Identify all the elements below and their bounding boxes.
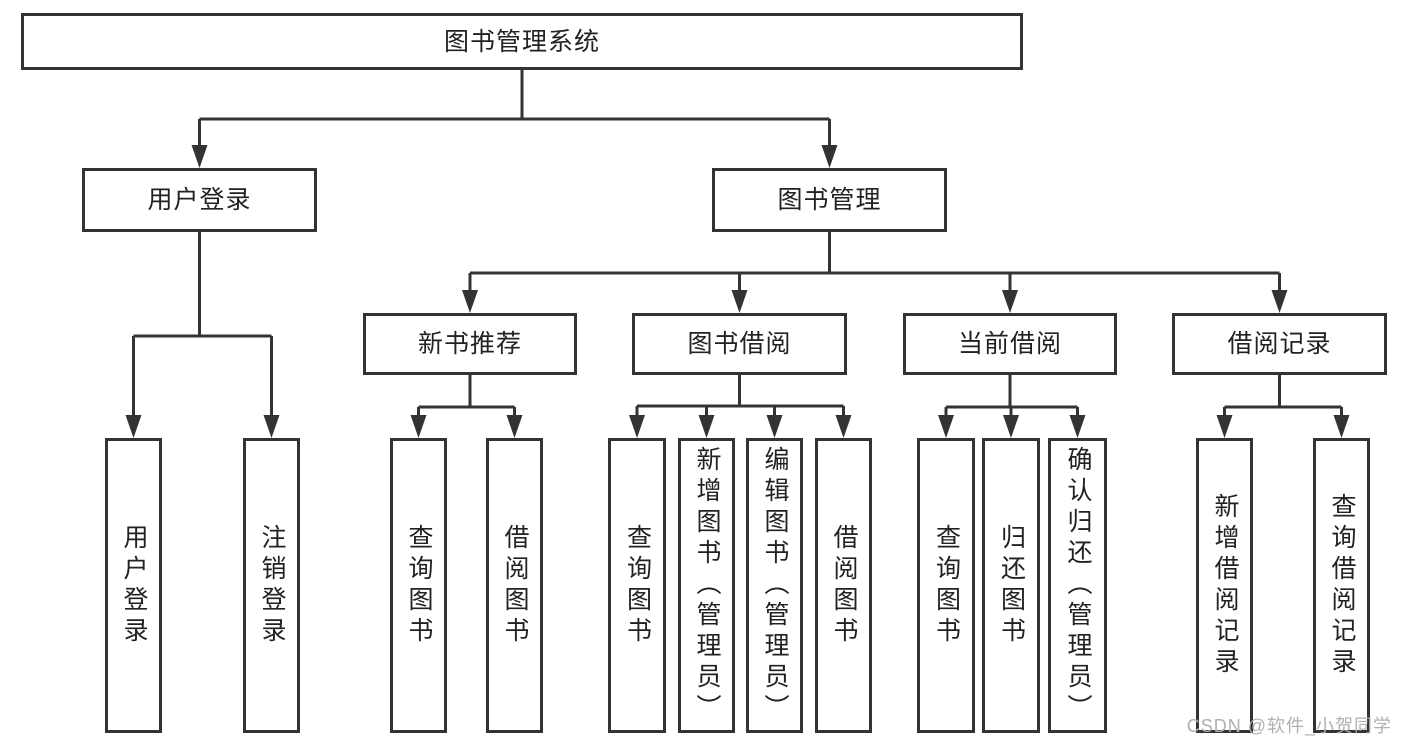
node-book-borrow: 图书借阅 — [632, 313, 847, 375]
node-leaf-br-add-record: 新增借阅记录 — [1196, 438, 1253, 733]
arrowhead-user-login — [191, 145, 208, 168]
connector-new-book-rec-to-children — [417, 375, 516, 430]
node-leaf-bb-borrow-book: 借阅图书 — [815, 438, 872, 733]
arrowhead-leaf-user-login — [125, 415, 142, 438]
node-leaf-cb-query-book: 查询图书 — [917, 438, 975, 733]
node-leaf-bb-edit-book: 编辑图书（管理员） — [746, 438, 803, 733]
arrowhead-current-borrow — [1002, 290, 1018, 313]
node-leaf-rec-query-book: 查询图书 — [390, 438, 447, 733]
connector-book-mgmt-to-children — [468, 232, 1281, 305]
arrowhead-borrow-record — [1271, 290, 1288, 313]
arrowhead-leaf-bb-query — [629, 415, 645, 438]
node-leaf-bb-borrow-book-label: 借阅图书 — [830, 523, 858, 648]
arrowhead-new-book-rec — [462, 290, 478, 313]
node-leaf-cb-query-book-label: 查询图书 — [932, 523, 961, 648]
node-leaf-logout-label: 注销登录 — [258, 523, 286, 648]
node-user-login: 用户登录 — [82, 168, 317, 232]
node-leaf-rec-borrow-book: 借阅图书 — [486, 438, 543, 733]
arrowhead-leaf-rec-borrow — [506, 415, 523, 438]
connector-borrow-record-to-children — [1223, 375, 1343, 430]
node-leaf-cb-return-book: 归还图书 — [982, 438, 1040, 733]
node-leaf-br-add-record-label: 新增借阅记录 — [1211, 492, 1239, 679]
node-leaf-bb-edit-book-label: 编辑图书（管理员） — [761, 446, 789, 725]
node-borrow-record-label: 借阅记录 — [1227, 330, 1332, 358]
node-leaf-logout: 注销登录 — [243, 438, 300, 733]
arrowhead-leaf-br-query — [1333, 415, 1350, 438]
node-user-login-label: 用户登录 — [147, 186, 252, 214]
node-leaf-bb-query-book-label: 查询图书 — [623, 523, 652, 648]
node-leaf-user-login-label: 用户登录 — [120, 523, 148, 648]
node-book-mgmt: 图书管理 — [712, 168, 947, 232]
node-leaf-bb-query-book: 查询图书 — [608, 438, 666, 733]
node-leaf-br-query-record: 查询借阅记录 — [1313, 438, 1370, 733]
arrowhead-leaf-bb-borrow — [835, 415, 852, 438]
arrowhead-leaf-rec-query — [410, 415, 427, 438]
arrowhead-leaf-br-add — [1216, 415, 1233, 438]
arrowhead-book-mgmt — [821, 145, 838, 168]
node-book-mgmt-label: 图书管理 — [777, 186, 882, 214]
connector-book-borrow-to-children — [635, 375, 845, 430]
node-current-borrow: 当前借阅 — [903, 313, 1117, 375]
connector-user-login-to-children — [132, 232, 273, 430]
node-new-book-rec-label: 新书推荐 — [417, 330, 522, 358]
node-root-label: 图书管理系统 — [443, 27, 600, 56]
arrowhead-leaf-bb-add — [698, 415, 715, 438]
arrowhead-leaf-cb-confirm — [1069, 415, 1086, 438]
node-new-book-rec: 新书推荐 — [363, 313, 577, 375]
node-borrow-record: 借阅记录 — [1172, 313, 1387, 375]
arrowhead-leaf-cb-query — [938, 415, 954, 438]
node-leaf-bb-add-book: 新增图书（管理员） — [678, 438, 735, 733]
arrowhead-leaf-cb-return — [1003, 415, 1019, 438]
arrowhead-leaf-logout — [263, 415, 280, 438]
arrowheads — [125, 145, 1350, 438]
node-leaf-br-query-record-label: 查询借阅记录 — [1328, 492, 1356, 679]
node-leaf-cb-confirm-return-label: 确认归还（管理员） — [1064, 446, 1092, 725]
connector-root-to-level2 — [198, 70, 831, 160]
node-leaf-rec-query-book-label: 查询图书 — [405, 523, 433, 648]
node-current-borrow-label: 当前借阅 — [957, 330, 1062, 358]
node-leaf-bb-add-book-label: 新增图书（管理员） — [693, 446, 721, 725]
node-leaf-cb-return-book-label: 归还图书 — [997, 523, 1026, 648]
node-book-borrow-label: 图书借阅 — [687, 330, 792, 358]
arrowhead-leaf-bb-edit — [766, 415, 783, 438]
node-leaf-user-login: 用户登录 — [105, 438, 162, 733]
arrowhead-book-borrow — [731, 290, 748, 313]
watermark-text: CSDN @软件_小贺同学 — [1186, 716, 1392, 736]
node-leaf-cb-confirm-return: 确认归还（管理员） — [1048, 438, 1107, 733]
node-root: 图书管理系统 — [21, 13, 1023, 70]
node-leaf-rec-borrow-book-label: 借阅图书 — [501, 523, 529, 648]
